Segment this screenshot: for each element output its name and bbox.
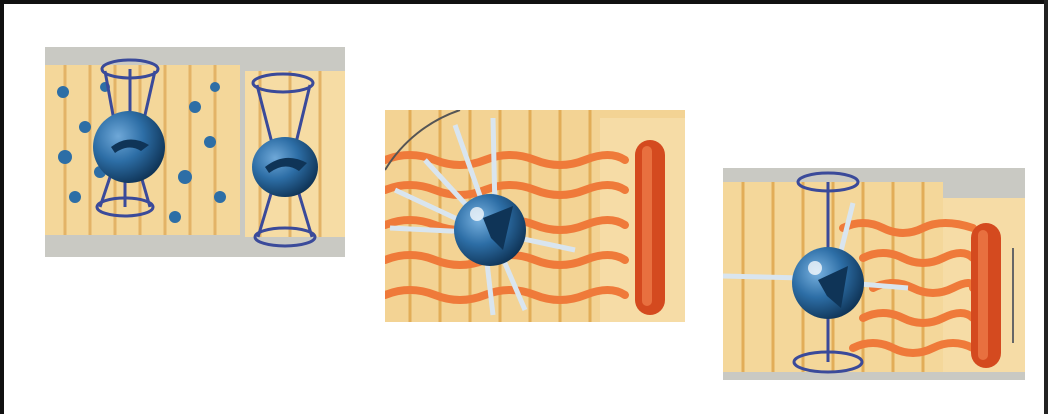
- sphere-with-rings-and-wavy-arrows-icon: [723, 168, 1025, 380]
- panel-2-illustration: [385, 110, 685, 322]
- frame-border-right: [1044, 0, 1048, 414]
- sphere-with-radiating-arrows-icon: [385, 110, 685, 322]
- frame-border-left: [0, 0, 4, 414]
- panel-1-illustration: [45, 47, 345, 257]
- frame-border-top: [0, 0, 1048, 4]
- magnetic-dipole-sphere-with-cones-icon: [45, 47, 345, 257]
- panel-3-illustration: [723, 168, 1025, 380]
